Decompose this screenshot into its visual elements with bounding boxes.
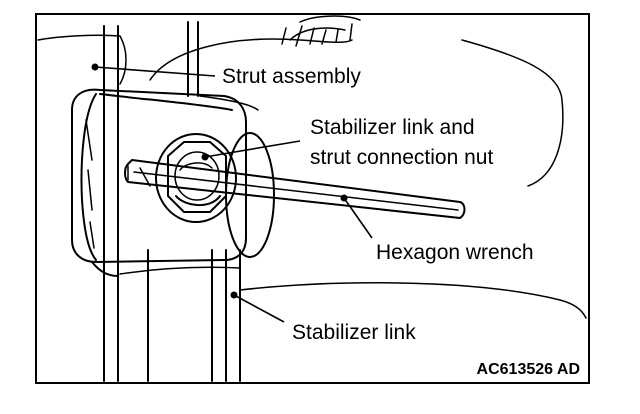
body-panel-left: [37, 34, 127, 85]
label-connection-nut-line2: strut connection nut: [310, 146, 493, 169]
leader-connection-nut: [201, 140, 301, 161]
bracket-fold-top: [99, 93, 233, 111]
leader-stabilizer-link: [230, 291, 285, 323]
hexagon-wrench: [124, 159, 466, 219]
connection-nut: [155, 133, 237, 223]
illustration: [37, 15, 587, 382]
label-stabilizer-link: Stabilizer link: [292, 321, 416, 344]
bracket-fold-left: [80, 93, 97, 261]
bracket-shading: [85, 119, 95, 249]
bracket-plate: [71, 88, 247, 263]
body-panel-contour: [461, 39, 564, 187]
label-strut-assembly: Strut assembly: [222, 65, 361, 88]
lower-arm-curve-inner: [119, 266, 241, 275]
diagram-frame: [35, 13, 590, 384]
leader-strut-assembly: [91, 63, 216, 77]
leader-hexagon-wrench: [340, 194, 373, 239]
figure-code: AC613526 AD: [477, 361, 580, 378]
label-connection-nut-line1: Stabilizer link and: [310, 116, 475, 139]
lower-arm-curve: [239, 282, 587, 319]
bracket-lower-lip: [91, 261, 119, 277]
strut-seat-ring: [199, 95, 259, 111]
label-hexagon-wrench: Hexagon wrench: [376, 241, 534, 264]
coil-spring-detail: [281, 23, 353, 47]
coil-spring-outline: [149, 15, 361, 81]
